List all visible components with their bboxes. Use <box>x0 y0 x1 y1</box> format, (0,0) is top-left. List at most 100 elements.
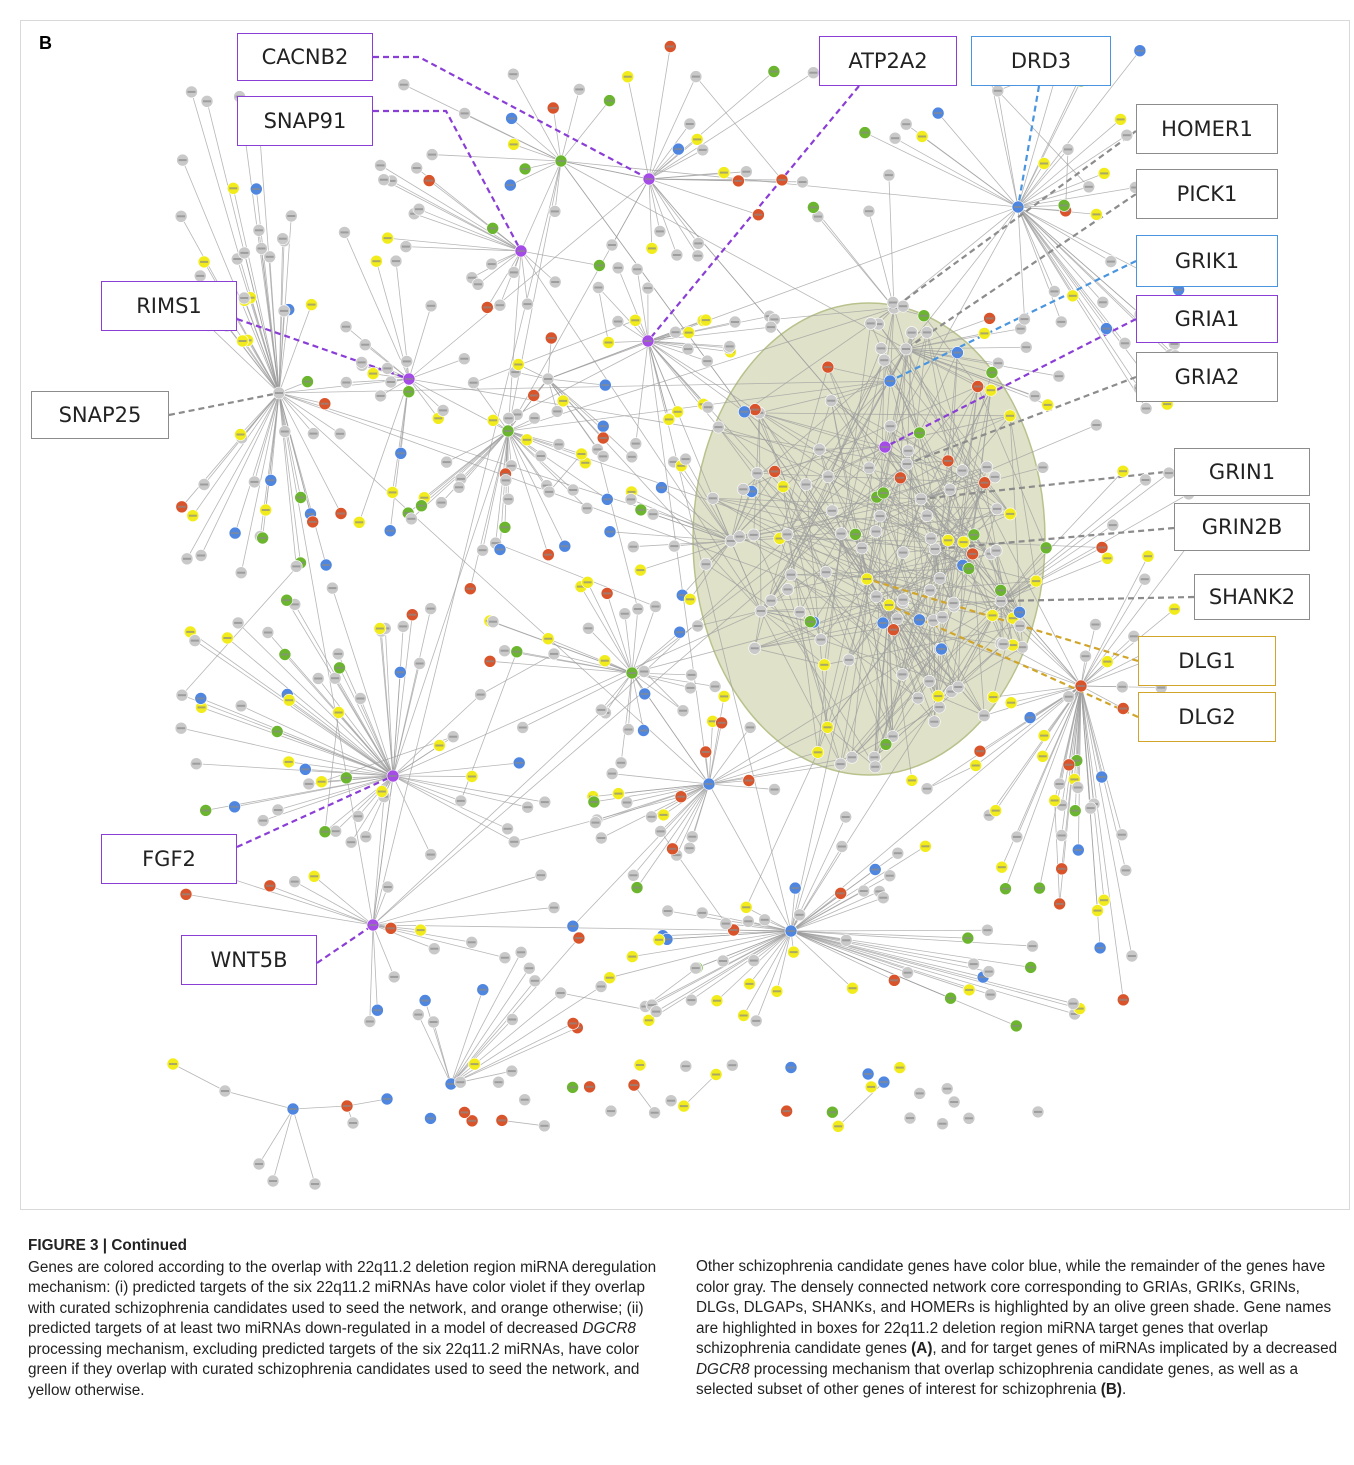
gene-node-label-mark <box>686 598 695 601</box>
gene-node-label-mark <box>544 637 553 640</box>
network-edge <box>648 178 783 181</box>
network-edge <box>507 430 566 547</box>
gene-node-label-mark <box>540 801 549 804</box>
gene-node-label-mark <box>880 359 889 362</box>
network-edge <box>708 780 749 785</box>
network-edge <box>520 250 600 266</box>
network-edge <box>372 775 394 926</box>
gene-node-label-mark <box>575 88 584 91</box>
gene-label-box: CACNB2 <box>237 33 373 81</box>
network-edge <box>277 775 394 811</box>
caption-left-text: Genes are colored according to the overl… <box>28 1258 670 1402</box>
network-edge <box>278 304 312 394</box>
gene-node-label-mark <box>549 107 558 109</box>
network-edge <box>372 874 542 926</box>
network-edge <box>851 615 993 758</box>
network-edge <box>224 1090 294 1110</box>
network-edge <box>350 775 394 843</box>
network-edge <box>196 763 394 777</box>
gene-node-label-mark <box>503 827 512 830</box>
network-edge <box>414 213 522 252</box>
gene-node-label-mark <box>876 515 885 518</box>
gene-node-label-mark <box>701 319 710 322</box>
network-edge <box>786 359 885 535</box>
network-edge <box>658 930 792 941</box>
gene-node-label-mark <box>591 821 600 824</box>
gene-node-label-mark <box>439 409 448 412</box>
gene-node-label-mark <box>230 805 239 808</box>
network-edge <box>547 340 649 380</box>
gene-node-label-mark <box>787 573 795 576</box>
gene-node-label-mark <box>687 999 696 1002</box>
gene-node-label-mark <box>530 979 539 982</box>
gene-node-label-mark <box>679 1105 688 1108</box>
network-edge <box>548 638 633 674</box>
network-edge <box>897 618 985 716</box>
gene-label-box: GRIK1 <box>1136 235 1278 287</box>
network-edge <box>507 430 549 555</box>
network-edge <box>201 707 394 777</box>
network-edge <box>648 71 775 180</box>
gene-node-label-mark <box>719 171 728 174</box>
gene-node-label-mark <box>1018 646 1027 649</box>
network-edge <box>392 775 472 777</box>
gene-node-label-mark <box>1071 809 1080 812</box>
gene-node-label-mark <box>334 652 343 655</box>
gene-node-label-mark <box>742 906 751 909</box>
network-edge <box>968 568 1004 645</box>
gene-node-label-mark <box>822 571 831 574</box>
network-edge <box>587 582 633 674</box>
network-edge <box>805 446 886 485</box>
network-edge <box>1017 206 1141 315</box>
gene-node-label-mark <box>583 581 592 584</box>
gene-node-label-mark <box>823 726 832 729</box>
gene-node-label-mark <box>361 835 370 838</box>
gene-node-label-mark <box>435 744 444 747</box>
gene-node-label-mark <box>874 323 883 326</box>
network-edge <box>861 496 878 549</box>
gene-node-label-mark <box>377 790 386 793</box>
gene-node-label-mark <box>820 663 829 666</box>
gene-node-label-mark <box>681 458 690 461</box>
network-edge <box>920 498 1002 602</box>
gene-node-label-mark <box>258 537 267 539</box>
gene-node-label-mark <box>663 910 672 912</box>
network-edge <box>513 143 562 162</box>
network-edge <box>1000 470 1124 602</box>
gene-node-label-mark <box>885 604 893 606</box>
gene-node-label-mark <box>698 148 707 151</box>
gene-node-label-mark <box>392 260 400 263</box>
network-edge <box>648 178 661 232</box>
gene-node-label-mark <box>1108 524 1117 527</box>
network-edge <box>606 593 633 674</box>
gene-node-label-mark <box>593 448 602 451</box>
gene-label-box: PICK1 <box>1136 169 1278 219</box>
network-edge <box>782 486 822 640</box>
gene-label-leader-line <box>905 193 1137 350</box>
gene-node-label-mark <box>691 967 700 970</box>
caption-run: Other schizophrenia candidate genes have… <box>696 1258 1332 1357</box>
network-edge <box>624 613 633 674</box>
gene-node-label-mark <box>183 557 191 560</box>
gene-node-label-mark <box>415 662 424 665</box>
gene-node-label-mark <box>980 481 989 484</box>
gene-node-label-mark <box>229 187 238 190</box>
gene-node-label-mark <box>396 452 405 455</box>
gene-node-label-mark <box>1140 578 1149 581</box>
network-edge <box>192 392 280 516</box>
gene-node-label-mark <box>938 616 947 619</box>
gene-node-label-mark <box>745 982 754 985</box>
gene-node-label-mark <box>1057 834 1066 837</box>
network-edge <box>278 310 285 394</box>
gene-node-label-mark <box>1142 407 1151 410</box>
network-edge <box>486 250 522 308</box>
gene-node-label-mark <box>386 381 395 383</box>
gene-node-label-mark <box>234 621 243 624</box>
gene-node-label-mark <box>705 783 713 785</box>
gene-node-label-mark <box>347 841 356 844</box>
gene-node-label-mark <box>386 529 395 532</box>
network-edge <box>647 340 710 785</box>
gene-node-label-mark <box>669 460 678 463</box>
network-edge <box>905 348 978 387</box>
network-edge <box>1003 643 1082 687</box>
